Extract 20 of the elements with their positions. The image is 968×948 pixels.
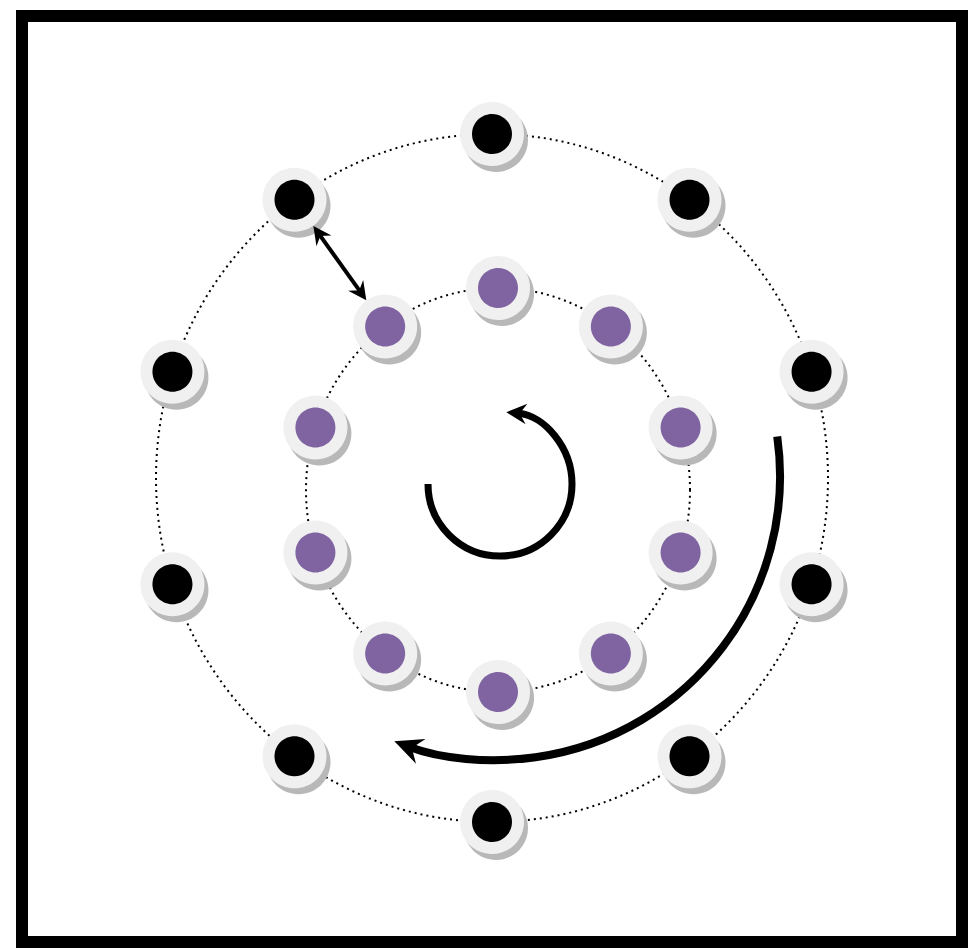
dot — [466, 256, 534, 326]
dot — [140, 552, 209, 623]
dot — [466, 660, 534, 730]
dot — [460, 102, 528, 172]
dot — [779, 552, 848, 623]
dot — [262, 724, 331, 795]
dot — [657, 167, 726, 238]
dot — [578, 621, 647, 692]
dot — [460, 790, 528, 860]
dot — [283, 395, 352, 466]
dot — [140, 339, 209, 410]
dot — [779, 339, 848, 410]
dot — [648, 395, 717, 466]
dot — [262, 167, 331, 238]
dot — [353, 621, 422, 692]
dot — [648, 520, 717, 591]
dot — [353, 294, 422, 365]
dot — [578, 294, 647, 365]
dot — [657, 724, 726, 795]
dot — [283, 520, 352, 591]
